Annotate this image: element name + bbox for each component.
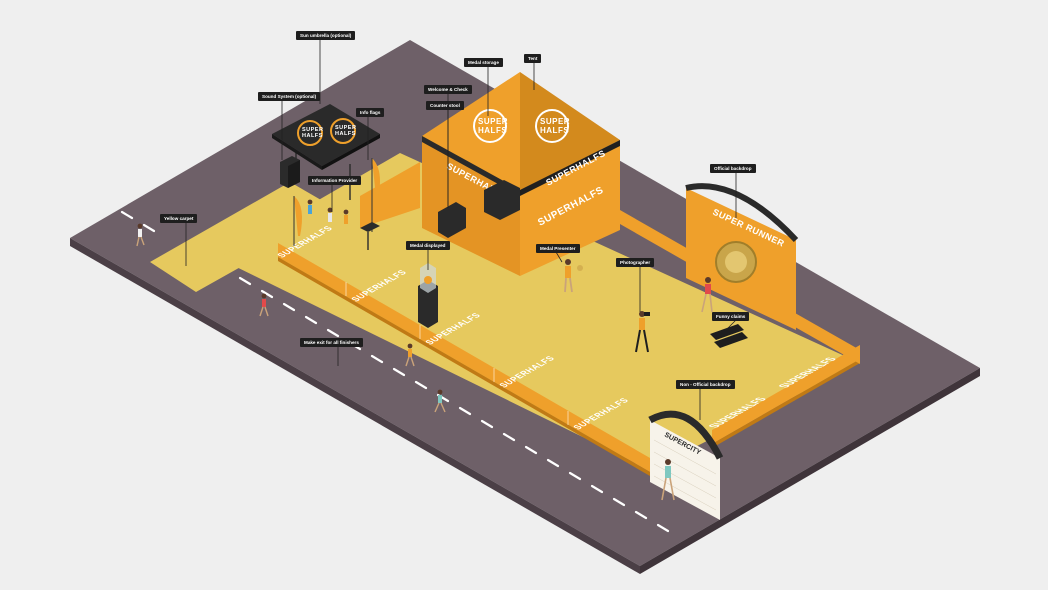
barrier-back-right [620, 210, 860, 364]
medal-storage [484, 180, 520, 220]
tent: SUPER HALFS SUPER HALFS SUPERHALFS SUPER… [422, 72, 620, 276]
tent-roof-label-1b: HALFS [478, 126, 507, 135]
runner-2 [259, 293, 269, 317]
barrier-back-left [360, 162, 420, 228]
tent-roof-label-1a: SUPER [478, 117, 508, 126]
medal-display-pillar [418, 263, 438, 328]
counter-stool [360, 222, 380, 250]
people [136, 199, 713, 501]
welcome-counter [438, 202, 466, 238]
callout-medal-storage: Medal storage [464, 58, 503, 67]
umbrella-label-1a: SUPER [302, 127, 323, 133]
information-provider-people [307, 199, 349, 224]
callout-medal-presenter: Medal Presenter [536, 244, 580, 253]
callout-yellow-carpet: Yellow carpet [160, 214, 198, 223]
plaza [218, 153, 860, 470]
umbrella-label-2b: HALFS [335, 131, 356, 137]
info-flags [293, 158, 380, 246]
callout-non-official-backdrop: Non - Official backdrop [676, 380, 735, 389]
callout-counter-stool: Counter stool [426, 101, 464, 110]
photographer-person [635, 311, 650, 353]
umbrella-label-2a: SUPER [335, 125, 356, 131]
sound-system [280, 156, 300, 188]
callout-photographer: Photographer [616, 258, 655, 267]
lane-markings [120, 210, 670, 533]
callout-info-flags: Info flags [356, 108, 385, 117]
funny-claims [710, 324, 748, 348]
yellow-carpet [150, 182, 340, 292]
finisher-at-city-backdrop [661, 459, 675, 501]
tent-roof-label-2b: HALFS [540, 126, 569, 135]
callout-funny-claims: Funny claims [712, 312, 750, 321]
tent-roof-label-2a: SUPER [540, 117, 570, 126]
runner-4 [434, 389, 446, 413]
callout-sun-umbrella: Sun umbrella (optional) [296, 31, 356, 40]
callout-welcome-check: Welcome & Check [424, 85, 472, 94]
callout-sound-system: Sound System (optional) [258, 92, 321, 101]
callout-medal-displayed: Medal displayed [406, 241, 450, 250]
umbrella-label-1b: HALFS [302, 133, 323, 139]
callout-tent: Tent [524, 54, 542, 63]
medal-presenter-person [564, 259, 583, 293]
finisher-at-backdrop [701, 277, 713, 313]
callout-information-provider: Information Provider [308, 176, 362, 185]
callout-make-exit: Make exit for all finishers [300, 338, 363, 347]
callout-official-backdrop: Official backdrop [710, 164, 756, 173]
runner-1 [136, 223, 145, 247]
runner-3 [405, 343, 415, 367]
